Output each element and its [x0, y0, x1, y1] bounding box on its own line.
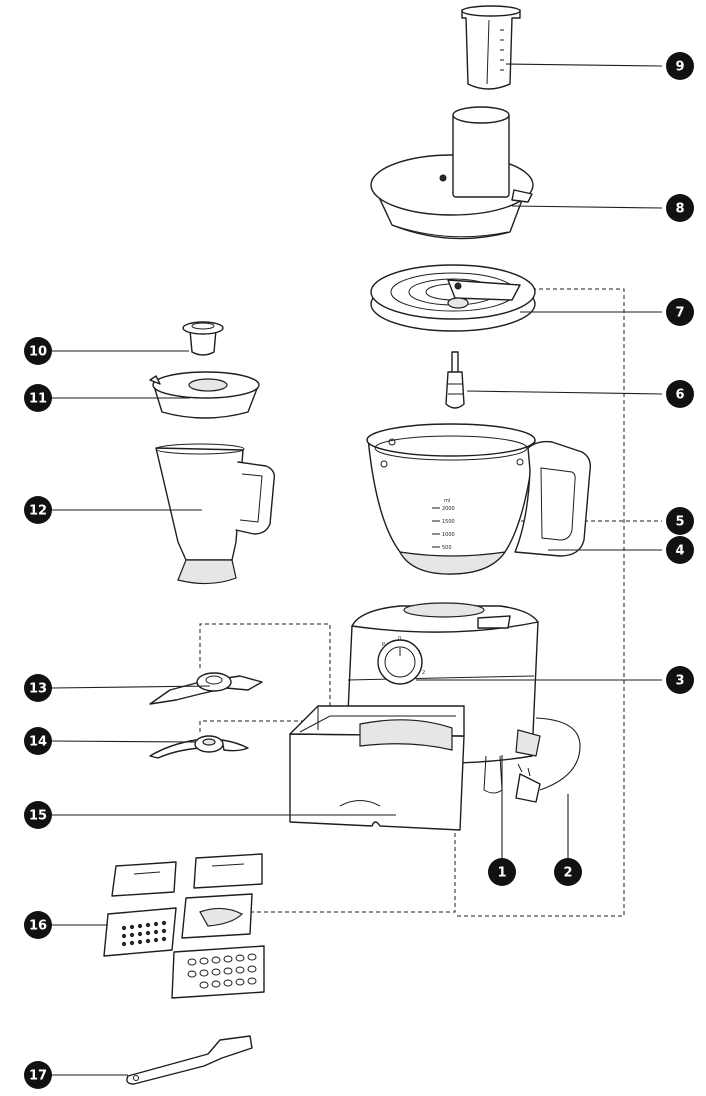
callout-1-label: 1 [497, 866, 506, 881]
callout-11-label: 11 [29, 392, 47, 407]
callout-4: 4 [666, 536, 694, 564]
part-power-cord [515, 717, 581, 803]
dial-label-1: 1 [418, 650, 421, 656]
callout-8-label: 8 [675, 202, 684, 217]
dial-label-0: 0 [398, 636, 401, 642]
callout-2: 2 [554, 858, 582, 886]
bowl-mark-1000: 1000 [442, 532, 455, 538]
dial-label-2: 2 [422, 670, 425, 676]
callout-13: 13 [24, 674, 52, 702]
callout-4-label: 4 [675, 544, 684, 559]
bowl-mark-2000: 2000 [442, 506, 455, 512]
callout-10-label: 10 [29, 345, 47, 360]
callout-12-label: 12 [29, 504, 47, 519]
part-blender-jar [155, 443, 276, 585]
part-processing-bowl: ml 2000 1500 1000 500 [366, 423, 592, 575]
callout-17-label: 17 [29, 1069, 47, 1084]
callout-9-label: 9 [675, 60, 684, 75]
part-pusher [461, 5, 521, 90]
callout-9: 9 [666, 52, 694, 80]
bowl-unit-label: ml [444, 498, 450, 504]
callout-1: 1 [488, 858, 516, 886]
callout-14: 14 [24, 727, 52, 755]
callout-2-label: 2 [563, 866, 572, 881]
dial-label-pulse: P [382, 642, 385, 648]
part-blender-lid-cap [182, 321, 224, 356]
part-disc-holder [370, 264, 536, 332]
callout-6-label: 6 [675, 388, 684, 403]
callout-5-label: 5 [675, 515, 684, 530]
callout-7: 7 [666, 298, 694, 326]
callout-3: 3 [666, 666, 694, 694]
part-storage-drawer [289, 705, 465, 831]
part-chopping-blade [149, 735, 249, 759]
callout-14-label: 14 [29, 735, 47, 750]
callout-5: 5 [666, 507, 694, 535]
part-dough-tool [149, 672, 263, 705]
callout-11: 11 [24, 384, 52, 412]
part-blender-lid [149, 371, 260, 419]
speed-dial[interactable] [377, 639, 423, 685]
callout-7-label: 7 [675, 306, 684, 321]
callout-6: 6 [666, 380, 694, 408]
callout-13-label: 13 [29, 682, 47, 697]
bowl-mark-500: 500 [442, 545, 452, 551]
part-discs [103, 853, 265, 999]
part-drive-shaft [445, 351, 465, 409]
bowl-mark-1500: 1500 [442, 519, 455, 525]
leader-lines [51, 63, 663, 1076]
callout-12: 12 [24, 496, 52, 524]
part-spatula [126, 1035, 253, 1085]
callout-3-label: 3 [675, 674, 684, 689]
callout-17: 17 [24, 1061, 52, 1089]
callout-15-label: 15 [29, 809, 47, 824]
callout-10: 10 [24, 337, 52, 365]
callout-15: 15 [24, 801, 52, 829]
callout-16: 16 [24, 911, 52, 939]
callout-16-label: 16 [29, 919, 47, 934]
part-bowl-lid [370, 106, 534, 240]
callout-8: 8 [666, 194, 694, 222]
